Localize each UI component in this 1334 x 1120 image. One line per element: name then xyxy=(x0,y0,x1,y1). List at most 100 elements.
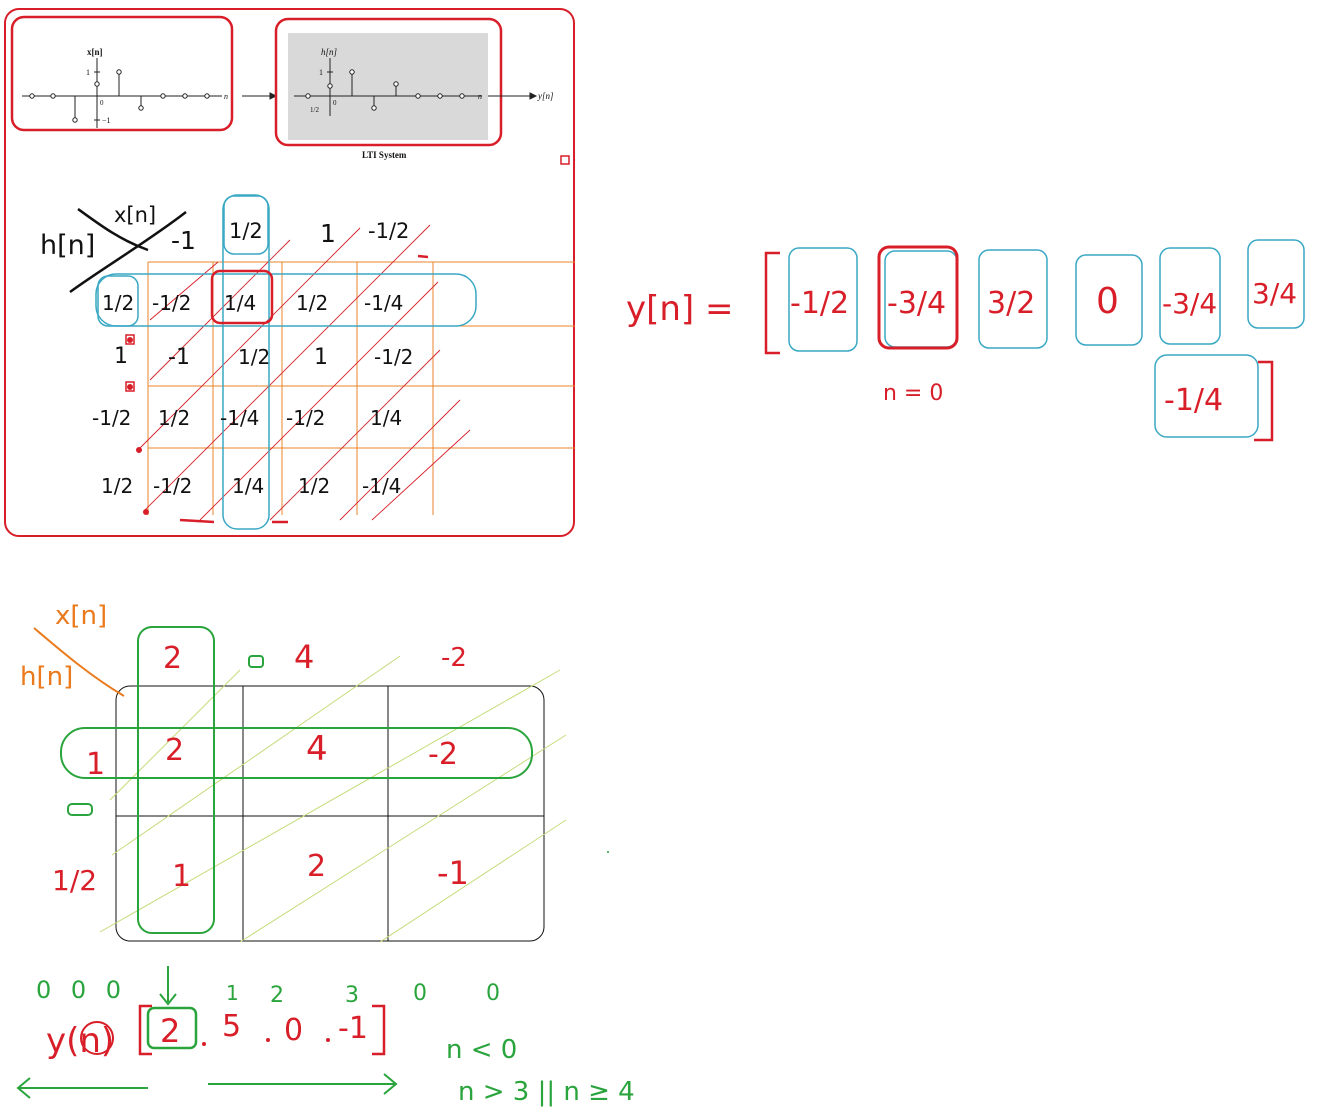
system-plot-tick-pos: 1 xyxy=(319,68,323,77)
result-value-2: 3/2 xyxy=(987,286,1035,321)
system-plot-ylabel: h[n] xyxy=(321,47,338,57)
cell-0-3: -1/4 xyxy=(364,291,403,315)
index-label-2: 2 xyxy=(270,983,284,1008)
y-origin-box xyxy=(146,1006,198,1050)
x-header-1: 1/2 xyxy=(229,219,263,243)
bottom-cell-0-2: -2 xyxy=(428,737,458,772)
system-output-arrow xyxy=(488,92,538,100)
cell-0-0: -1/2 xyxy=(152,291,191,315)
bottom-table-diagonals xyxy=(99,655,567,943)
index-row-left: 0 0 0 xyxy=(36,976,127,1004)
result-lhs: y[n] = xyxy=(626,289,734,329)
cell-2-3: 1/4 xyxy=(370,406,402,430)
input-plot-origin: 0 xyxy=(100,99,104,107)
system-plot-origin: 0 xyxy=(333,99,337,107)
x-half-top-highlight xyxy=(223,195,269,255)
h-row-3: 1/2 xyxy=(101,474,133,498)
x-header-0: -1 xyxy=(171,226,196,255)
top-table-corner xyxy=(69,207,187,294)
y-label: y(n) xyxy=(46,1021,114,1061)
bottom-marker-side xyxy=(67,803,93,816)
bottom-cell-0-1: 4 xyxy=(306,729,328,769)
y-open-bracket xyxy=(138,1004,152,1056)
index-right-1: 0 xyxy=(486,981,500,1006)
top-panel-marker xyxy=(560,155,570,165)
cell-2-0: 1/2 xyxy=(158,406,190,430)
top-corner-h-label: h[n] xyxy=(40,230,95,261)
top-table-diagonals xyxy=(139,224,471,521)
h-row-2: -1/2 xyxy=(92,406,131,430)
system-plot xyxy=(294,58,482,116)
origin-arrow xyxy=(159,966,177,1006)
top-corner-x-label: x[n] xyxy=(114,203,156,227)
x-first-column-highlight xyxy=(137,626,215,934)
result-origin-highlight xyxy=(877,245,959,350)
result-origin-note: n = 0 xyxy=(883,381,943,406)
cell-2-2: -1/2 xyxy=(286,406,325,430)
h-row-0: 1/2 xyxy=(102,291,134,315)
bottom-table-frame xyxy=(115,685,545,942)
cell-2-1: -1/4 xyxy=(220,406,259,430)
bottom-h-row-0: 1 xyxy=(86,747,105,782)
result-close-bracket xyxy=(1254,360,1274,442)
right-extent-arrow xyxy=(208,1073,398,1095)
y-separators xyxy=(202,1038,330,1046)
y-value-0: 2 xyxy=(160,1012,180,1050)
cell-3-1: 1/4 xyxy=(232,474,264,498)
system-caption: LTI System xyxy=(362,150,407,160)
input-to-system-arrow xyxy=(242,92,278,100)
condition-negative: n < 0 xyxy=(446,1035,517,1065)
stray-dot xyxy=(607,851,609,853)
y-label-circle xyxy=(80,1021,114,1055)
bottom-x-header-0: 2 xyxy=(163,641,182,676)
h-first-row-head xyxy=(97,275,139,327)
bottom-h-row-1: 1/2 xyxy=(52,864,97,897)
system-plot-frame xyxy=(274,17,503,147)
result-value-boxes xyxy=(788,239,1305,438)
system-output-label: y[n] xyxy=(537,91,554,101)
result-value-4: -3/4 xyxy=(1162,287,1217,320)
system-plot-scan xyxy=(288,33,488,140)
x-half-column-highlight xyxy=(222,194,270,530)
result-value-3: 0 xyxy=(1096,281,1119,322)
cell-3-2: 1/2 xyxy=(298,474,330,498)
y-value-2: 0 xyxy=(284,1013,303,1048)
bottom-cell-0-0: 2 xyxy=(165,733,184,768)
condition-positive: n > 3 || n ≥ 4 xyxy=(458,1077,635,1107)
index-label-1: 1 xyxy=(226,981,239,1005)
input-plot-xlabel: n xyxy=(224,92,228,101)
x-header-2: 1 xyxy=(320,219,336,248)
result-value-1: -3/4 xyxy=(887,286,946,321)
result-value-0: -1/2 xyxy=(790,286,849,321)
input-plot-ylabel: x[n] xyxy=(87,47,103,57)
bottom-marker-top xyxy=(248,655,264,668)
bottom-cell-1-2: -1 xyxy=(437,854,469,892)
bottom-x-header-2: -2 xyxy=(441,643,467,673)
cell-0-1: 1/4 xyxy=(224,291,256,315)
top-panel-frame xyxy=(4,8,575,537)
index-right-0: 0 xyxy=(413,981,427,1006)
left-extent-arrow xyxy=(16,1077,148,1099)
result-value-6: -1/4 xyxy=(1164,383,1223,418)
y-close-bracket xyxy=(372,1004,386,1056)
result-open-bracket xyxy=(764,251,780,355)
input-plot-frame xyxy=(10,15,234,132)
system-plot-xlabel: n xyxy=(478,92,482,101)
h-first-row-highlight-bottom xyxy=(60,727,533,779)
y-value-1: 5 xyxy=(222,1009,241,1044)
bottom-cell-1-1: 2 xyxy=(307,849,326,884)
index-label-3: 3 xyxy=(345,983,359,1008)
input-plot-tick-neg: −1 xyxy=(102,116,111,125)
h-first-row-highlight xyxy=(95,273,477,327)
red-ink-marks xyxy=(125,254,429,524)
x-header-3: -1/2 xyxy=(368,219,409,243)
bottom-corner-line xyxy=(33,627,125,697)
bottom-x-header-1: 4 xyxy=(294,638,314,676)
origin-cell-highlight xyxy=(210,269,274,325)
cell-1-0: -1 xyxy=(168,345,190,370)
input-plot-tick-pos: 1 xyxy=(86,68,90,77)
cell-1-1: 1/2 xyxy=(238,345,270,369)
y-value-3: -1 xyxy=(338,1011,368,1046)
cell-0-2: 1/2 xyxy=(296,291,328,315)
